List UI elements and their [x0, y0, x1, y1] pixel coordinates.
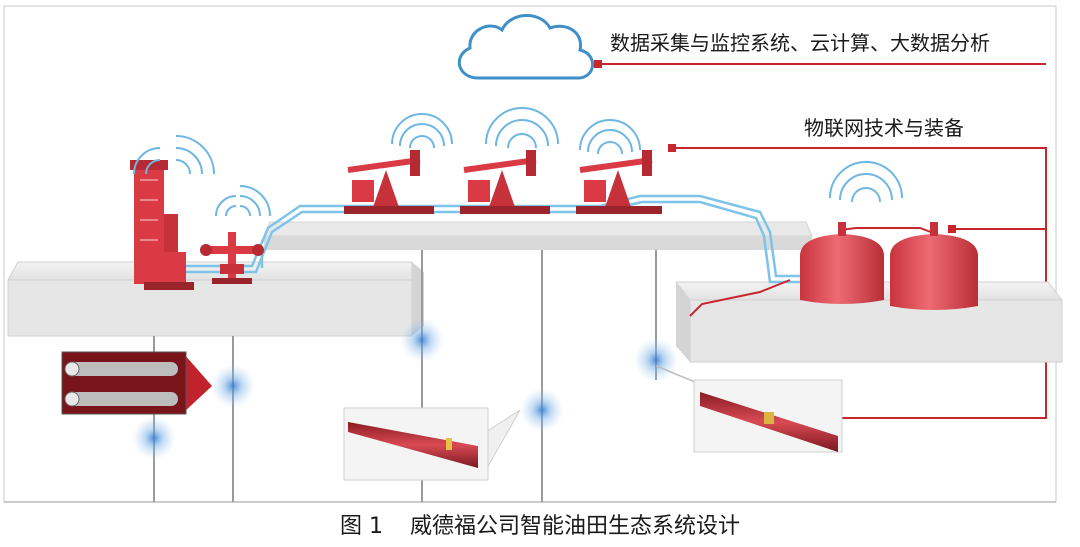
wireless-signal-icon [215, 185, 271, 217]
pump-jack-1 [344, 150, 434, 214]
wireless-signal-icon [579, 119, 641, 155]
wireless-signal-icon [391, 113, 453, 149]
figure-caption: 图 1 威德福公司智能油田生态系统设计 [0, 508, 1080, 540]
rig-pipeline [689, 227, 937, 317]
wireless-signal-icon [133, 135, 215, 175]
iot-equipment-label: 物联网技术与装备 [800, 112, 968, 141]
storage-tank-1 [800, 222, 884, 304]
wellhead [200, 232, 264, 284]
cloud-icon [457, 14, 594, 80]
figure-title: 威德福公司智能油田生态系统设计 [409, 514, 740, 539]
pump-jack-2 [460, 150, 550, 214]
inset-tool-string [655, 365, 843, 453]
drilling-rig [130, 160, 194, 290]
wireless-signal-icon [485, 107, 559, 149]
wireless-signal-icon [829, 161, 903, 203]
cloud-system-label: 数据采集与监控系统、云计算、大数据分析 [606, 27, 994, 56]
inset-pipe-section [343, 407, 521, 481]
downhole-signal-icon [132, 318, 678, 460]
storage-tank-2 [890, 222, 978, 310]
figure-number: 图 1 [339, 514, 383, 539]
inset-downhole-tools [61, 351, 212, 415]
rear-platform [263, 221, 813, 250]
outer-frame [3, 5, 1057, 503]
figure-frame: 数据采集与监控系统、云计算、大数据分析 物联网技术与装备 [3, 5, 1064, 503]
oilfield-diagram [3, 5, 1064, 503]
pump-jack-3 [576, 150, 662, 214]
